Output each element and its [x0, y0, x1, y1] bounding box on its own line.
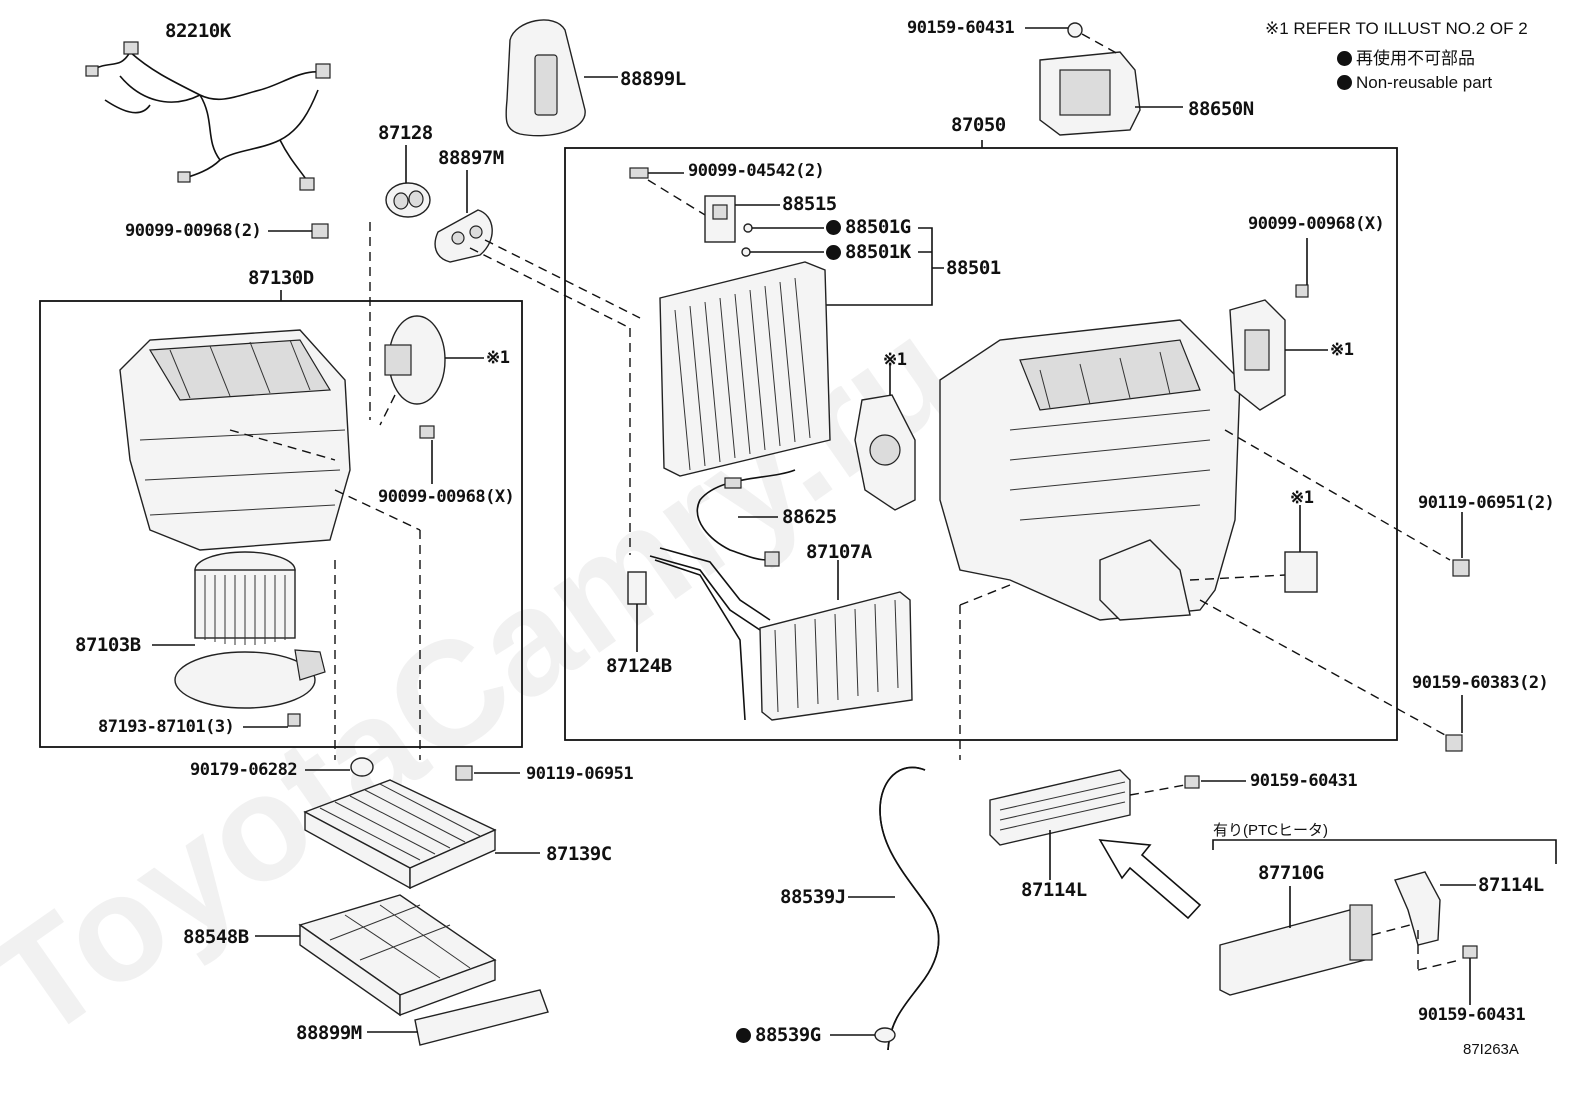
clamp-87124b: [627, 571, 647, 652]
nonreusable-dot-icon: [736, 1028, 751, 1043]
label-90159-60431-mid[interactable]: 90159-60431: [1250, 771, 1358, 791]
label-88899l[interactable]: 88899L: [620, 68, 686, 90]
label-90159-60431-top[interactable]: 90159-60431: [907, 18, 1015, 38]
label-88899m[interactable]: 88899M: [296, 1022, 362, 1044]
blower-motor-87103b: [152, 551, 326, 709]
label-ref1-right[interactable]: ※1: [1330, 340, 1354, 360]
frame-87050: [564, 147, 1398, 741]
cover-88899m: [367, 989, 549, 1046]
label-88897m[interactable]: 88897M: [438, 147, 504, 169]
label-87193-87101[interactable]: 87193-87101(3): [98, 717, 235, 737]
label-90099-00968-2[interactable]: 90099-00968(2): [125, 221, 262, 241]
label-90099-04542[interactable]: 90099-04542(2): [688, 161, 825, 181]
label-90179-06282[interactable]: 90179-06282: [190, 760, 298, 780]
label-90159-60383[interactable]: 90159-60383(2): [1412, 673, 1549, 693]
cover-88899l: [505, 19, 618, 137]
label-88539j[interactable]: 88539J: [780, 886, 846, 908]
label-90119-06951-2[interactable]: 90119-06951(2): [1418, 493, 1555, 513]
servo-ref-bottom: [1284, 505, 1318, 593]
label-88548b[interactable]: 88548B: [183, 926, 249, 948]
nonreusable-dot-icon: [1337, 75, 1352, 90]
ptc-heater-87114l: [989, 769, 1186, 880]
label-88539g[interactable]: 88539G: [736, 1026, 821, 1045]
drain-hose-88539j: [848, 766, 940, 1051]
arrow-indicator: [1098, 839, 1202, 920]
label-90099-00968-x-right[interactable]: 90099-00968(X): [1248, 214, 1385, 234]
label-ref1-left[interactable]: ※1: [486, 348, 510, 368]
bolt-90159-60431-mid: [1184, 775, 1246, 789]
ref-plate-left: [379, 315, 484, 426]
nonreusable-dot-icon: [1337, 51, 1352, 66]
bolt-90099-00968-2: [268, 222, 371, 420]
valve-88515: [704, 195, 944, 306]
screw-87193-87101: [243, 713, 301, 728]
bracket-88650n: [1025, 22, 1183, 136]
servo-ref-left: [854, 365, 916, 511]
label-88501[interactable]: 88501: [946, 257, 1001, 279]
sensor-88625: [696, 469, 796, 567]
illustration-code: 87I263A: [1463, 1041, 1519, 1058]
label-87128[interactable]: 87128: [378, 122, 433, 144]
bolt-90099-00968-x-left: [419, 425, 435, 484]
bracket-87114l: [1394, 871, 1476, 971]
label-87107a[interactable]: 87107A: [806, 541, 872, 563]
label-87139c[interactable]: 87139C: [546, 843, 612, 865]
bolt-90159-60431-bot: [1462, 945, 1478, 1005]
ref-note: ※1 REFER TO ILLUST NO.2 OF 2: [1265, 19, 1528, 38]
label-88625[interactable]: 88625: [782, 506, 837, 528]
label-87124b[interactable]: 87124B: [606, 655, 672, 677]
grommet-88539g: [830, 1027, 896, 1043]
servo-ref-right: [1229, 238, 1328, 411]
bolt-90159-60383: [1445, 695, 1463, 752]
label-87050[interactable]: 87050: [951, 114, 1006, 136]
label-87130d[interactable]: 87130D: [248, 267, 314, 289]
nonreusable-dot-icon: [826, 245, 841, 260]
wire-harness-82210k: [85, 41, 331, 191]
bolt-90099-04542: [629, 167, 711, 219]
label-90159-60431-bot[interactable]: 90159-60431: [1418, 1005, 1526, 1025]
option-bracket: [1212, 839, 1557, 864]
label-ref1-bottom[interactable]: ※1: [1290, 488, 1314, 508]
label-ref1-mid[interactable]: ※1: [883, 350, 907, 370]
option-label: 有り(PTCヒータ): [1213, 822, 1328, 839]
blower-case-87130d: [119, 329, 421, 760]
filter-87139c: [303, 779, 540, 890]
heater-unit-87050: [939, 319, 1451, 760]
label-82210k[interactable]: 82210K: [165, 20, 231, 42]
label-88501g[interactable]: 88501G: [826, 218, 911, 237]
label-87114l-left[interactable]: 87114L: [1021, 879, 1087, 901]
plate-88897m: [434, 170, 641, 555]
bolt-90119-06951: [455, 765, 520, 781]
nonreusable-en: Non-reusable part: [1337, 74, 1492, 91]
evaporator-88501: [659, 261, 831, 477]
case-88548b: [255, 894, 497, 1017]
label-87710g[interactable]: 87710G: [1258, 862, 1324, 884]
nonreusable-dot-icon: [826, 220, 841, 235]
label-87114l-right[interactable]: 87114L: [1478, 874, 1544, 896]
heater-core-87107a: [649, 547, 913, 721]
label-88501k[interactable]: 88501K: [826, 243, 911, 262]
label-90119-06951[interactable]: 90119-06951: [526, 764, 634, 784]
clip-90179-06282: [305, 757, 374, 777]
bolt-90119-06951-2: [1452, 512, 1470, 577]
label-87103b[interactable]: 87103B: [75, 634, 141, 656]
label-90099-00968-x-left[interactable]: 90099-00968(X): [378, 487, 515, 507]
grommet-87128: [385, 145, 431, 218]
label-88650n[interactable]: 88650N: [1188, 98, 1254, 120]
label-88515[interactable]: 88515: [782, 193, 837, 215]
nonreusable-jp: 再使用不可部品: [1337, 50, 1475, 67]
ptc-heater-87710g: [1219, 886, 1411, 996]
